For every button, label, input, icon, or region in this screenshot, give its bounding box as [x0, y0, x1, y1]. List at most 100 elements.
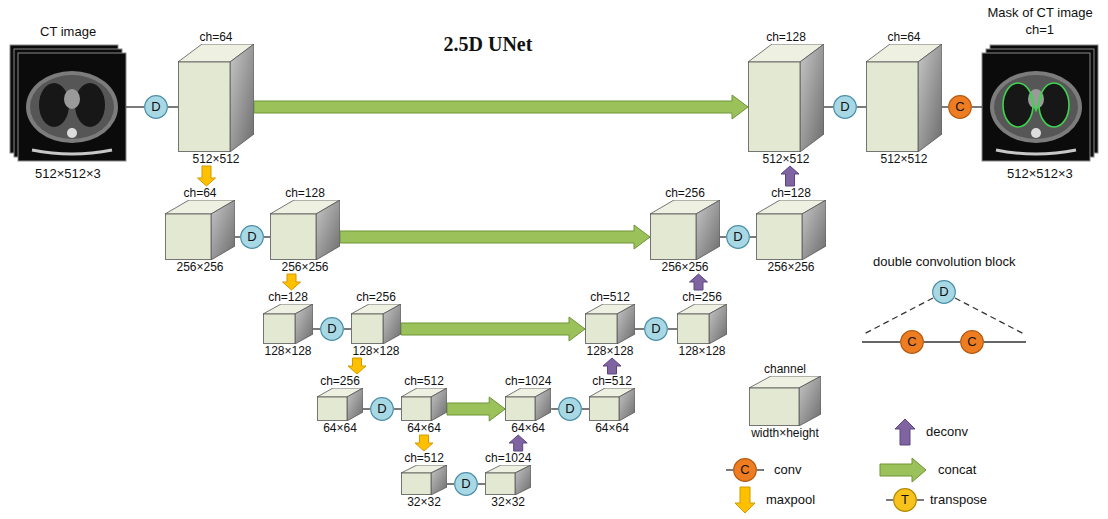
conv-line	[235, 236, 240, 237]
channel-label: ch=64	[887, 30, 920, 44]
image-caption: CT image	[40, 24, 96, 40]
channel-label: ch=512	[404, 451, 444, 465]
label-box: double convolution block	[873, 254, 1015, 270]
op-letter: C	[960, 330, 984, 354]
deconv-arrow	[509, 435, 527, 451]
size-label: 128×128	[678, 344, 725, 358]
channel-label: ch=64	[199, 30, 232, 44]
size-label: 512×512×3	[1007, 166, 1073, 182]
size-label: 256×256	[176, 260, 223, 274]
cuboid-shape	[351, 304, 401, 344]
feature-map-cube: ch=51264×64	[589, 374, 635, 435]
op-letter: D	[833, 95, 857, 119]
deconv-sample	[895, 419, 915, 445]
feature-map-cube: ch=256128×128	[351, 290, 401, 358]
size-label: 64×64	[407, 421, 441, 435]
ct-image-stack	[10, 45, 126, 161]
legend-entry: transpose	[930, 492, 987, 508]
maxpool-arrow	[348, 358, 366, 374]
conv-circle: C	[733, 458, 757, 482]
conv-line	[668, 328, 677, 329]
label-box: CT image	[40, 24, 96, 40]
channel-label: ch=1024	[505, 374, 551, 388]
cuboid-shape	[317, 388, 363, 421]
channel-label: ch=64	[183, 186, 216, 200]
channel-label: ch=128	[766, 30, 806, 44]
cuboid-shape	[756, 200, 826, 260]
channel-label: ch=256	[665, 186, 705, 200]
op-letter: D	[320, 317, 344, 341]
conv-line	[824, 106, 833, 107]
cuboid-shape	[748, 44, 824, 152]
feature-map-cube: ch=512 64×64	[401, 374, 447, 435]
cuboid-shape	[401, 465, 447, 495]
size-label: 32×32	[491, 495, 525, 509]
double-conv-circle: D	[932, 280, 956, 304]
size-label: 128×128	[586, 344, 633, 358]
deconv-arrow	[603, 358, 621, 374]
cuboid-shape	[485, 465, 531, 495]
maxpool-arrow	[283, 274, 301, 290]
legend-label: concat	[938, 462, 976, 478]
feature-map-cube: ch=128256×256	[270, 186, 340, 274]
op-letter: T	[893, 488, 917, 512]
conv-line	[264, 236, 270, 237]
size-label: 512×512×3	[35, 166, 101, 182]
op-letter: D	[240, 225, 264, 249]
channel-label: ch=512	[404, 374, 444, 388]
legend-cube: channelwidth×height	[749, 362, 821, 440]
concat-arrow	[447, 397, 505, 421]
legend-label: transpose	[930, 492, 987, 508]
channel-label: ch=512	[590, 290, 630, 304]
feature-map-cube: ch=256128×128	[677, 290, 727, 358]
size-label: 32×32	[407, 495, 441, 509]
op-letter: D	[144, 95, 168, 119]
double-conv-circle: D	[370, 397, 394, 421]
op-letter: C	[948, 95, 972, 119]
size-label: 64×64	[595, 421, 629, 435]
feature-map-cube: ch=102464×64	[505, 374, 551, 435]
cuboid-shape	[650, 200, 720, 260]
cuboid-shape	[749, 376, 821, 426]
legend-entry: deconv	[926, 424, 968, 440]
input-wire	[126, 106, 144, 107]
double-conv-circle: D	[144, 95, 168, 119]
size-label: 512×512	[192, 152, 239, 166]
conv-line	[344, 328, 351, 329]
lung-mask-contour	[1003, 83, 1069, 127]
cuboid-shape	[270, 200, 340, 260]
cuboid-shape	[178, 44, 254, 152]
concat-arrow	[340, 225, 650, 249]
legend-caption: width×height	[751, 426, 819, 440]
legend-label: conv	[774, 462, 801, 478]
size-label: 256×256	[661, 260, 708, 274]
legend-entry: concat	[938, 462, 976, 478]
feature-map-cube: ch=25664×64	[317, 374, 363, 435]
legend-entry: maxpool	[766, 492, 815, 508]
conv-circle: C	[900, 330, 924, 354]
double-conv-circle: D	[644, 317, 668, 341]
channel-label: ch=128	[771, 186, 811, 200]
cuboid-shape	[165, 200, 235, 260]
conv-circle: C	[960, 330, 984, 354]
size-label: 128×128	[264, 344, 311, 358]
conv-circle: C	[948, 95, 972, 119]
size-label: 128×128	[352, 344, 399, 358]
op-letter: D	[932, 280, 956, 304]
feature-map-cube: ch=128256×256	[756, 186, 826, 274]
feature-map-cube: ch=64 256×256	[165, 186, 235, 274]
legend-entry: conv	[774, 462, 801, 478]
concat-sample	[880, 458, 926, 482]
conv-line	[551, 408, 558, 409]
conv-line	[720, 236, 726, 237]
legend-label: maxpool	[766, 492, 815, 508]
maxpool-arrow	[415, 435, 433, 451]
conv-line	[363, 408, 370, 409]
cuboid-shape	[263, 304, 313, 344]
image-caption: Mask of CT image	[988, 5, 1093, 21]
maxpool-sample	[735, 487, 755, 513]
ct-slice	[18, 53, 126, 161]
op-letter: D	[558, 397, 582, 421]
label-box: Mask of CT image	[988, 5, 1093, 21]
double-conv-circle: D	[320, 317, 344, 341]
